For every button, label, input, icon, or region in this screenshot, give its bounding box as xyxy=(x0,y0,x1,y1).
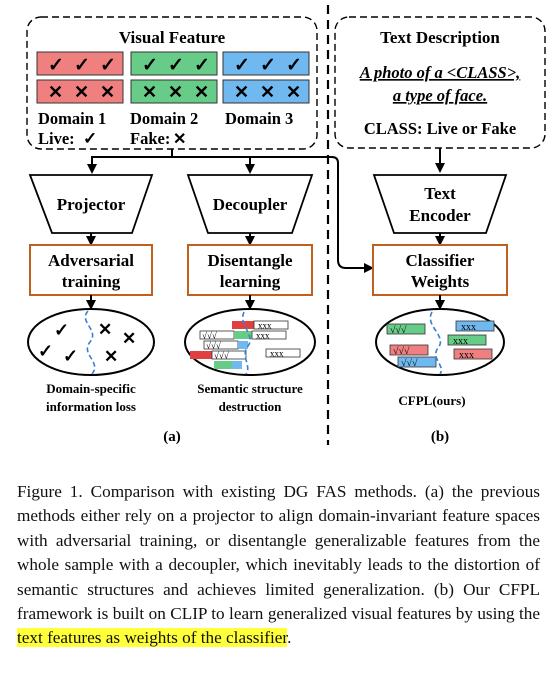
svg-text:✕: ✕ xyxy=(48,82,63,102)
svg-text:√√√: √√√ xyxy=(401,358,418,369)
cfpl-feature-space: √√√ √√√ √√√ xxx xxx xxx xyxy=(375,308,505,376)
svg-text:xxx: xxx xyxy=(461,322,476,333)
arrow-to-classifier xyxy=(250,156,374,273)
adversarial-feature-space: ✓ ✓ ✓ ✕ ✕ ✕ xyxy=(27,308,155,376)
svg-text:✓: ✓ xyxy=(100,55,116,76)
panel-b-tag: (b) xyxy=(431,429,449,445)
feature-bar-green-live: ✓ ✓ ✓ xyxy=(130,51,218,76)
caption-highlight: text features as weights of the classifi… xyxy=(17,628,288,648)
encoder-line2: Encoder xyxy=(409,206,471,225)
svg-text:✕: ✕ xyxy=(122,329,136,348)
svg-text:✓: ✓ xyxy=(63,346,78,366)
svg-text:✓: ✓ xyxy=(260,55,276,76)
svg-text:√√√: √√√ xyxy=(202,331,217,341)
fake-label: Fake: xyxy=(130,129,170,148)
decoupler-block xyxy=(186,174,314,234)
domain-3-label: Domain 3 xyxy=(225,109,293,128)
semantic-label-line2: destruction xyxy=(219,399,283,414)
svg-text:✓: ✓ xyxy=(286,55,302,76)
svg-text:✕: ✕ xyxy=(100,82,115,102)
class-line: CLASS: Live or Fake xyxy=(364,119,516,138)
figure-diagram: Visual Feature ✓ ✓ ✓ ✓ ✓ ✓ ✓ ✓ ✓ ✕ ✕ ✕ ✕… xyxy=(26,5,546,445)
text-encoder-block xyxy=(372,174,508,234)
svg-text:✓: ✓ xyxy=(74,55,90,76)
svg-text:✕: ✕ xyxy=(286,82,301,102)
disentangle-learning-box xyxy=(187,244,313,296)
svg-text:✓: ✓ xyxy=(54,320,69,340)
decoupler-label: Decoupler xyxy=(213,195,288,214)
svg-text:✕: ✕ xyxy=(168,82,183,102)
live-label: Live: xyxy=(38,129,75,148)
svg-text:√√√: √√√ xyxy=(393,346,410,357)
adversarial-line1: Adversarial xyxy=(48,251,134,270)
svg-text:✕: ✕ xyxy=(142,82,157,102)
svg-text:xxx: xxx xyxy=(256,331,270,341)
loss-label-line1: Domain-specific xyxy=(46,381,136,396)
svg-text:✕: ✕ xyxy=(194,82,209,102)
fake-cross-icon: ✕ xyxy=(173,131,186,148)
svg-text:✓: ✓ xyxy=(142,55,158,76)
semantic-label-line1: Semantic structure xyxy=(197,381,303,396)
feature-bar-blue-live: ✓ ✓ ✓ xyxy=(222,51,310,76)
domain-1-label: Domain 1 xyxy=(38,109,106,128)
svg-text:√√√: √√√ xyxy=(214,351,229,361)
projector-label: Projector xyxy=(57,195,126,214)
visual-feature-title: Visual Feature xyxy=(119,28,226,47)
figure-caption: Figure 1. Comparison with existing DG FA… xyxy=(17,480,540,651)
feature-bar-red-fake: ✕ ✕ ✕ xyxy=(36,79,124,104)
decoupler-feature-space: xxx √√√ xxx √√√ √√√ xxx xyxy=(184,308,316,376)
svg-text:√√√: √√√ xyxy=(390,325,407,336)
svg-text:xxx: xxx xyxy=(453,336,468,347)
loss-label-line2: information loss xyxy=(46,399,136,414)
svg-text:✓: ✓ xyxy=(234,55,250,76)
caption-text: Figure 1. Comparison with existing DG FA… xyxy=(17,482,540,624)
projector-block xyxy=(28,174,154,234)
adversarial-training-box xyxy=(29,244,153,296)
svg-text:✓: ✓ xyxy=(168,55,184,76)
classifier-line2: Weights xyxy=(411,272,470,291)
prompt-line2: a type of face. xyxy=(393,86,487,105)
svg-text:✕: ✕ xyxy=(234,82,249,102)
svg-text:✕: ✕ xyxy=(98,320,112,339)
caption-end: . xyxy=(287,628,292,648)
feature-bar-red-live: ✓ ✓ ✓ xyxy=(36,51,124,76)
prompt-line1: A photo of a <CLASS>, xyxy=(359,63,520,82)
method-label: CFPL(ours) xyxy=(398,393,465,408)
text-description-title: Text Description xyxy=(380,28,500,47)
svg-text:✕: ✕ xyxy=(74,82,89,102)
panel-a-tag: (a) xyxy=(163,429,181,445)
svg-text:√√√: √√√ xyxy=(206,341,221,351)
disentangle-line2: learning xyxy=(220,272,281,291)
svg-text:xxx: xxx xyxy=(270,349,284,359)
feature-bar-blue-fake: ✕ ✕ ✕ xyxy=(222,79,310,104)
svg-text:✓: ✓ xyxy=(38,341,53,361)
disentangle-line1: Disentangle xyxy=(208,251,293,270)
svg-text:xxx: xxx xyxy=(258,321,272,331)
arrow-to-projector xyxy=(87,149,173,174)
adversarial-line2: training xyxy=(62,272,121,291)
svg-text:✕: ✕ xyxy=(260,82,275,102)
domain-2-label: Domain 2 xyxy=(130,109,198,128)
svg-text:✓: ✓ xyxy=(194,55,210,76)
encoder-line1: Text xyxy=(424,184,456,203)
live-check-icon: ✓ xyxy=(83,129,97,148)
classifier-line1: Classifier xyxy=(406,251,475,270)
svg-text:✕: ✕ xyxy=(104,347,118,366)
svg-text:✓: ✓ xyxy=(48,55,64,76)
feature-bar-green-fake: ✕ ✕ ✕ xyxy=(130,79,218,104)
svg-text:xxx: xxx xyxy=(459,350,474,361)
arrow-to-decoupler xyxy=(172,156,255,174)
